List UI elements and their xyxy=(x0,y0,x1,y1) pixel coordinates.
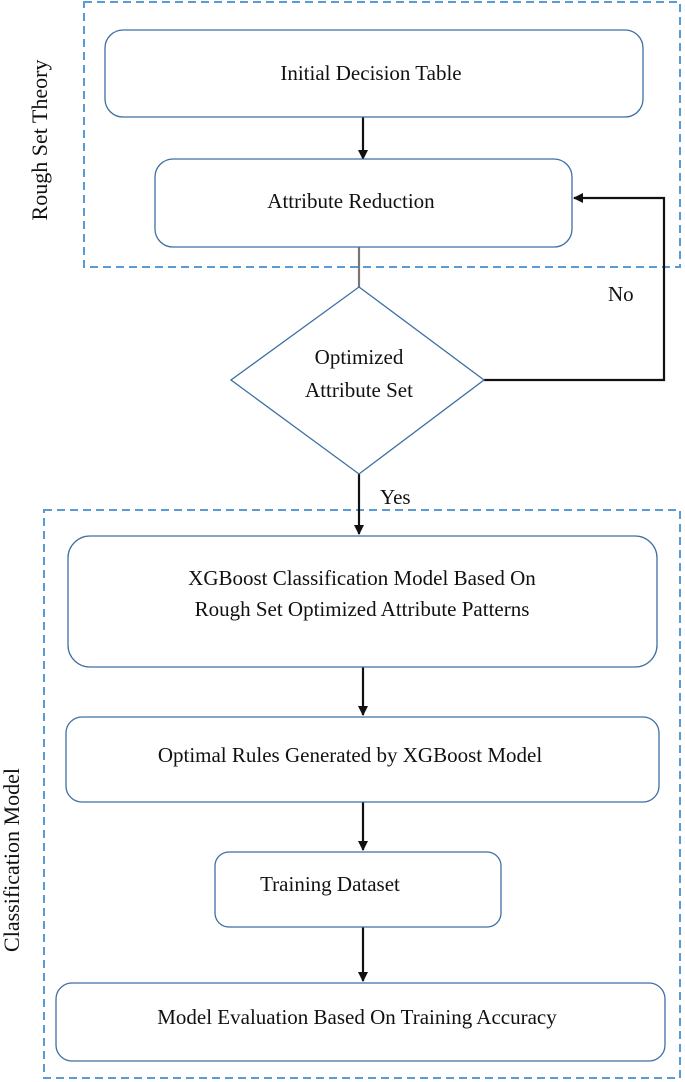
training-dataset-label: Training Dataset xyxy=(260,872,400,896)
optimized-attribute-set-decision: Optimized Attribute Set xyxy=(229,286,486,475)
no-edge-label: No xyxy=(608,282,634,306)
decision-label-line1: Optimized xyxy=(315,345,404,369)
xgboost-model-node: XGBoost Classification Model Based On Ro… xyxy=(67,535,658,668)
optimal-rules-node: Optimal Rules Generated by XGBoost Model xyxy=(65,716,660,803)
training-dataset-node: Training Dataset xyxy=(214,851,502,928)
xgboost-model-label-line2: Rough Set Optimized Attribute Patterns xyxy=(195,597,530,621)
model-evaluation-node: Model Evaluation Based On Training Accur… xyxy=(55,982,666,1062)
initial-decision-table-node: Initial Decision Table xyxy=(104,29,644,118)
no-loop-connector xyxy=(484,193,666,382)
attribute-reduction-label: Attribute Reduction xyxy=(267,189,435,213)
attribute-reduction-node: Attribute Reduction xyxy=(154,158,573,248)
classification-region xyxy=(43,509,681,1079)
yes-edge-label: Yes xyxy=(380,485,411,509)
xgboost-model-label-line1: XGBoost Classification Model Based On xyxy=(188,566,536,590)
model-evaluation-label: Model Evaluation Based On Training Accur… xyxy=(157,1005,557,1029)
rough-set-region xyxy=(83,1,681,268)
optimal-rules-label: Optimal Rules Generated by XGBoost Model xyxy=(158,743,543,767)
decision-label-line2: Attribute Set xyxy=(305,378,413,402)
initial-decision-table-label: Initial Decision Table xyxy=(280,61,461,85)
rough-set-region-label: Rough Set Theory xyxy=(27,60,52,221)
classification-region-label: Classification Model xyxy=(0,768,24,952)
